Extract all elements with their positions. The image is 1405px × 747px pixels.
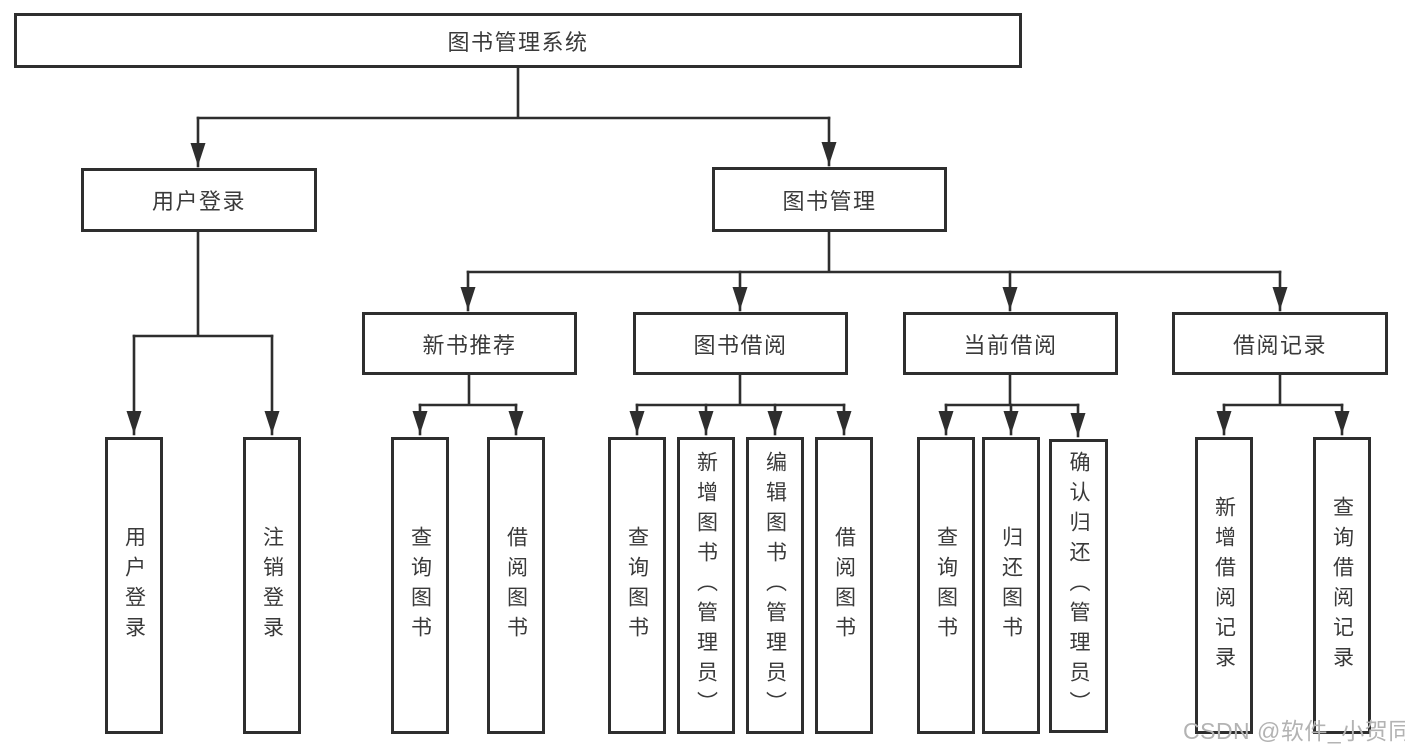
node-cb-confirm-return-admin: 确认归还（管理员） [1049, 439, 1108, 733]
node-bb-query-books: 查询图书 [608, 437, 666, 734]
node-br-add-record: 新增借阅记录 [1195, 437, 1253, 734]
connector-current-borrow-children [938, 373, 1086, 438]
node-book-mgmt: 图书管理 [712, 167, 947, 232]
node-nb-query-books: 查询图书 [391, 437, 449, 734]
node-new-books-label: 新书推荐 [422, 332, 517, 358]
node-borrow-records: 借阅记录 [1172, 312, 1388, 375]
connector-user-login-children [126, 230, 280, 436]
node-cb-return-books: 归还图书 [982, 437, 1040, 734]
node-bb-edit-books-admin: 编辑图书（管理员） [746, 437, 804, 734]
node-bb-borrow-books: 借阅图书 [815, 437, 873, 734]
connector-root-to-level2 [190, 66, 837, 168]
node-br-query-record: 查询借阅记录 [1313, 437, 1371, 734]
node-book-borrow-label: 图书借阅 [693, 332, 788, 358]
node-ul-logout: 注销登录 [243, 437, 301, 734]
connector-book-borrow-children [629, 373, 852, 436]
node-book-borrow: 图书借阅 [633, 312, 848, 375]
node-cb-query-books: 查询图书 [917, 437, 975, 734]
node-root-label: 图书管理系统 [447, 29, 589, 55]
connector-new-books-children [412, 373, 524, 436]
node-current-borrow: 当前借阅 [903, 312, 1118, 375]
node-borrow-records-label: 借阅记录 [1232, 332, 1327, 358]
node-nb-borrow-books: 借阅图书 [487, 437, 545, 734]
connector-borrow-records-children [1216, 373, 1350, 436]
watermark: CSDN @软件_小贺同学 [1183, 718, 1405, 744]
node-user-login-label: 用户登录 [151, 189, 246, 214]
node-new-books: 新书推荐 [362, 312, 577, 375]
node-book-mgmt-label: 图书管理 [782, 188, 877, 214]
node-ul-user-login: 用户登录 [105, 437, 163, 734]
node-user-login: 用户登录 [81, 168, 317, 232]
node-bb-add-books-admin: 新增图书（管理员） [677, 437, 735, 734]
node-root: 图书管理系统 [14, 13, 1022, 68]
connector-book-mgmt-to-level3 [460, 230, 1288, 312]
node-current-borrow-label: 当前借阅 [963, 332, 1058, 358]
